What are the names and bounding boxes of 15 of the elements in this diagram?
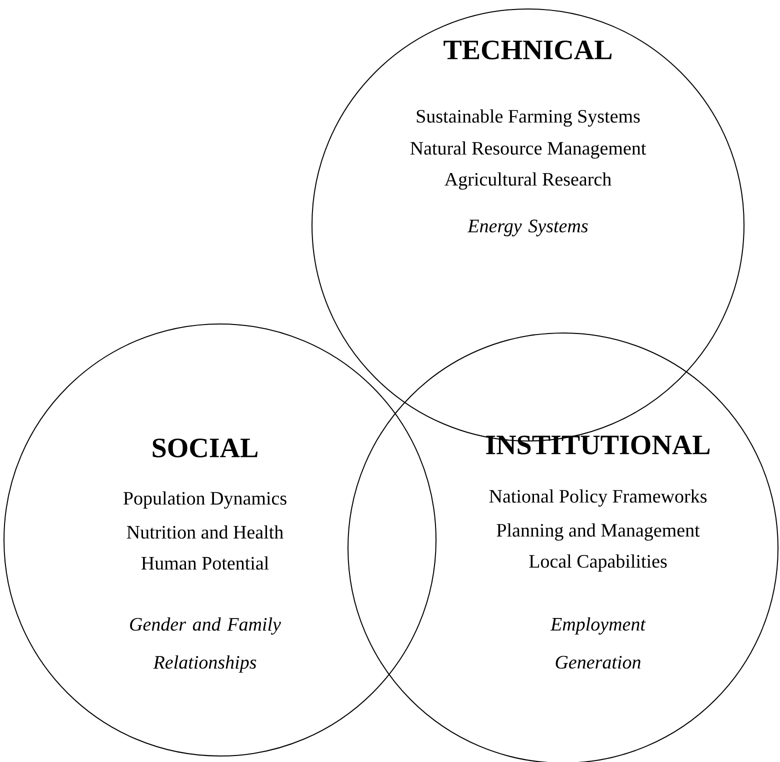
topic-text: Nutrition and Health bbox=[126, 525, 284, 539]
topic-text: Human Potential bbox=[141, 556, 269, 570]
italic-text: Employment Generation bbox=[550, 617, 646, 669]
topic-text: Agricultural Research bbox=[444, 172, 612, 190]
heading: INSTITUTIONAL bbox=[486, 436, 710, 454]
italic-text: Gender and Family Relationships bbox=[130, 617, 281, 673]
topic-text: Local Capabilities bbox=[529, 554, 667, 572]
italic-text: Energy Systems bbox=[467, 220, 588, 236]
topic-text: Planning and Management bbox=[496, 523, 700, 541]
heading: SOCIAL bbox=[152, 438, 258, 458]
topic-text: Sustainable Farming Systems bbox=[416, 109, 640, 127]
topic-text: Natural Resource Management bbox=[410, 141, 646, 159]
heading: TECHNICAL bbox=[444, 40, 612, 60]
topic-text: Population Dynamics bbox=[124, 491, 286, 509]
topic-text: National Policy Frameworks bbox=[489, 489, 707, 507]
